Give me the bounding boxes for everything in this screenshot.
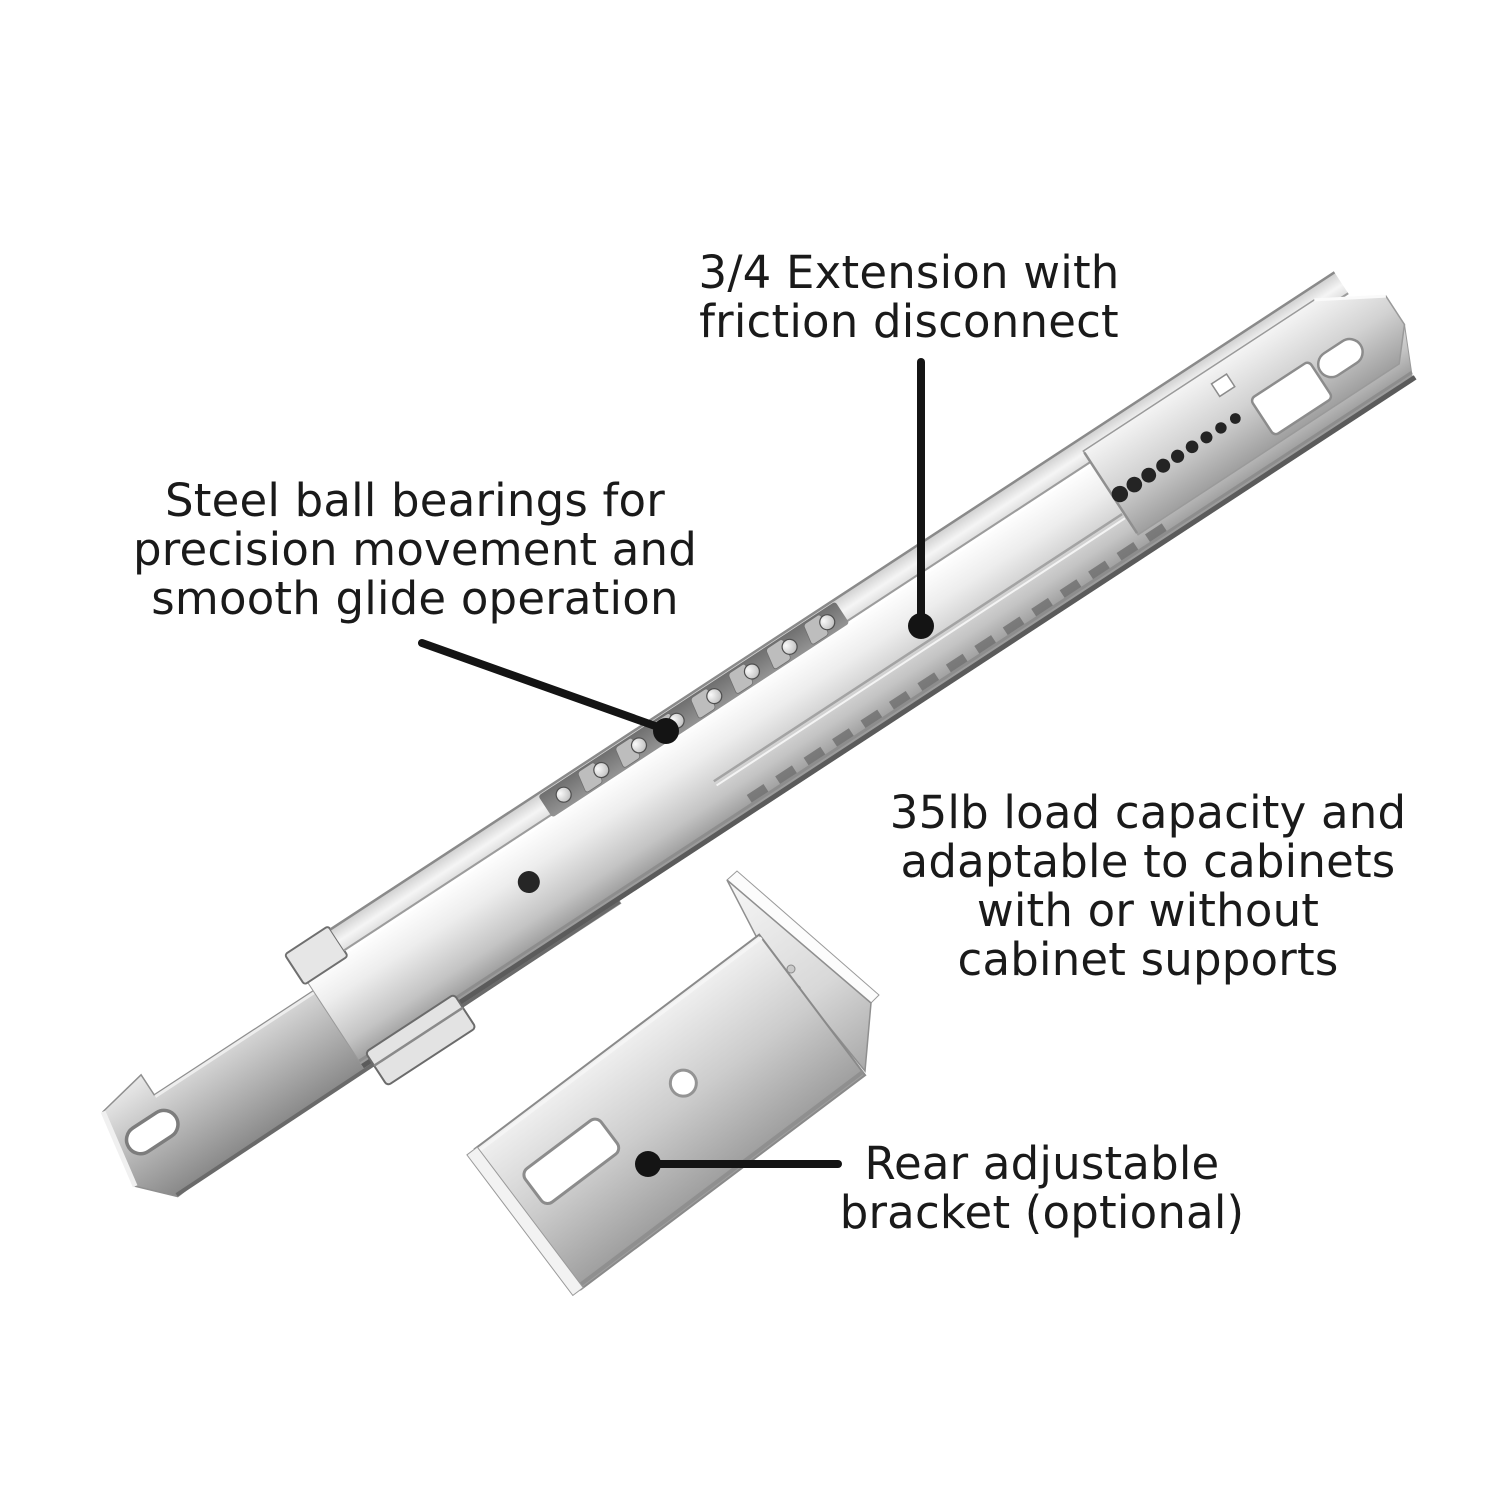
rail-groove-shadow xyxy=(713,513,1123,783)
flange-dimple xyxy=(786,964,796,974)
bearings-leader-dot xyxy=(653,718,679,744)
drawer-clip-seam xyxy=(373,1006,464,1067)
callout-bearings: Steel ball bearings for precision moveme… xyxy=(133,476,697,623)
cabinet-rail-plate xyxy=(713,294,1406,787)
callout-extension-line-1: 3/4 Extension with xyxy=(698,246,1120,299)
callout-bracket-line-1: Rear adjustable xyxy=(864,1137,1220,1190)
bracket-end-lip xyxy=(466,1146,584,1297)
rear-bracket xyxy=(466,870,880,1297)
rail-mounting-hole xyxy=(517,871,540,894)
leader-lines xyxy=(418,358,934,1177)
callout-extension-line-2: friction disconnect xyxy=(699,295,1119,348)
bracket-adjustment-slot xyxy=(522,1117,621,1205)
friction-disconnect-notch xyxy=(1210,373,1236,398)
drawer-slide xyxy=(100,271,1417,1198)
outer-rail-bottom-edge xyxy=(361,375,1417,1069)
callout-bracket: Rear adjustable bracket (optional) xyxy=(840,1139,1245,1237)
ball-bearing-channel xyxy=(539,602,849,817)
bracket-leader-dot xyxy=(635,1151,661,1177)
outer-rail-bottom-shade xyxy=(358,371,1413,1063)
callout-extension: 3/4 Extension with friction disconnect xyxy=(698,248,1119,346)
inner-rail-end-highlight xyxy=(100,1110,138,1188)
callout-bracket-line-2: bracket (optional) xyxy=(839,1186,1245,1239)
extension-leader-dot xyxy=(908,613,934,639)
rail-tip-highlight xyxy=(1314,294,1386,302)
lower-ball-bearing-track xyxy=(746,521,1171,803)
bearings-leader-line xyxy=(418,639,662,731)
bracket-bottom-shade xyxy=(577,1070,864,1288)
steel-balls xyxy=(555,614,836,803)
callout-bearings-line-2: precision movement and xyxy=(132,523,698,576)
adjustment-holes xyxy=(1111,413,1241,503)
rear-mounting-slot xyxy=(1316,337,1364,379)
callout-capacity: 35lb load capacity and adaptable to cabi… xyxy=(890,788,1406,984)
callout-bearings-line-3: smooth glide operation xyxy=(151,572,679,625)
front-mounting-slot xyxy=(124,1108,180,1156)
rail-groove-highlight xyxy=(716,517,1126,787)
bracket-face-group xyxy=(466,933,867,1297)
callout-capacity-line-2: adaptable to cabinets xyxy=(900,835,1396,888)
callout-bearings-line-1: Steel ball bearings for xyxy=(165,474,665,527)
bracket-flange xyxy=(726,879,872,1073)
bracket-top-highlight xyxy=(476,936,763,1154)
bracket-screw-hole xyxy=(668,1068,698,1098)
plate-left-seam xyxy=(1083,452,1139,534)
callout-capacity-line-3: with or without xyxy=(976,884,1320,937)
callout-capacity-line-4: cabinet supports xyxy=(957,933,1339,986)
callout-capacity-line-1: 35lb load capacity and xyxy=(889,786,1407,839)
rear-rectangular-cutout xyxy=(1250,361,1333,436)
